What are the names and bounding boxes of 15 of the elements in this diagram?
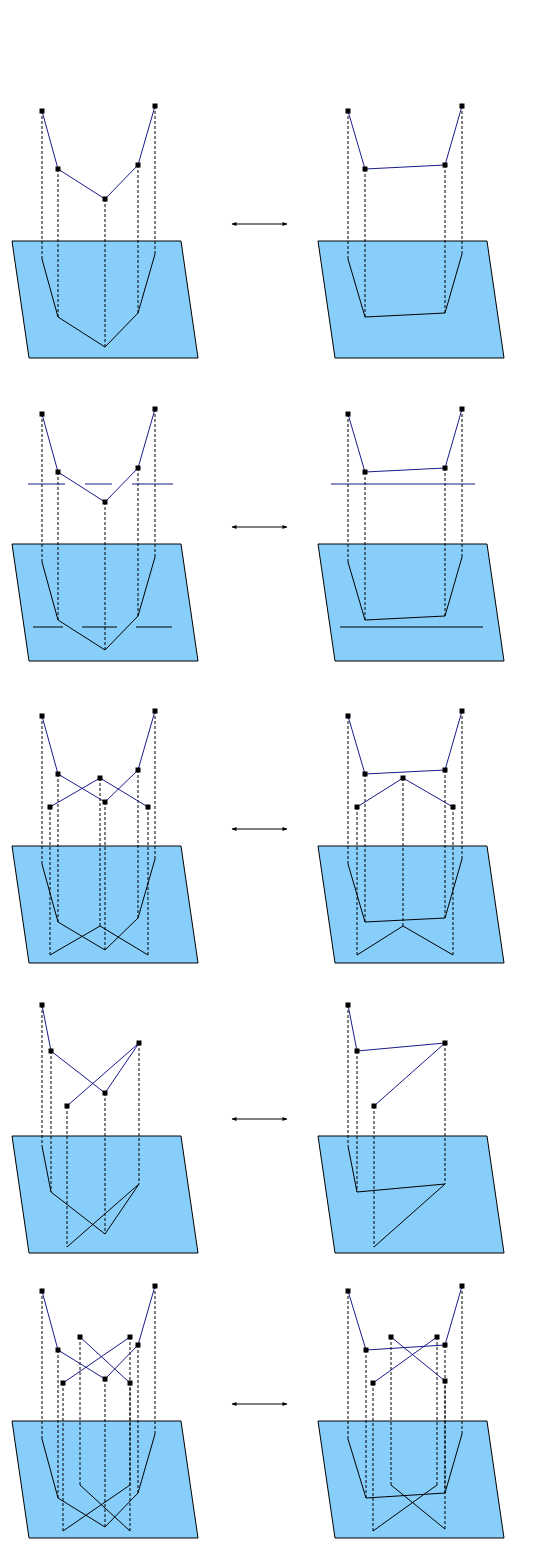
plane-projection-drawing <box>11 1283 199 1539</box>
plane-projection-drawing <box>11 103 199 359</box>
plane-projection-drawing <box>317 103 505 359</box>
double-arrow <box>231 525 288 529</box>
plane-projection-drawing <box>11 708 199 964</box>
plane-projection-drawing <box>317 708 505 964</box>
plane-projection-drawing <box>11 406 199 662</box>
double-arrow <box>231 827 288 831</box>
double-arrow <box>231 222 288 226</box>
double-arrow <box>231 1117 288 1121</box>
plane-projection-drawing <box>11 1002 199 1254</box>
plane-projection-drawing <box>317 1002 505 1254</box>
plane-projection-drawing <box>317 1283 505 1539</box>
double-arrow <box>231 1402 288 1406</box>
plane-projection-drawing <box>317 406 505 662</box>
